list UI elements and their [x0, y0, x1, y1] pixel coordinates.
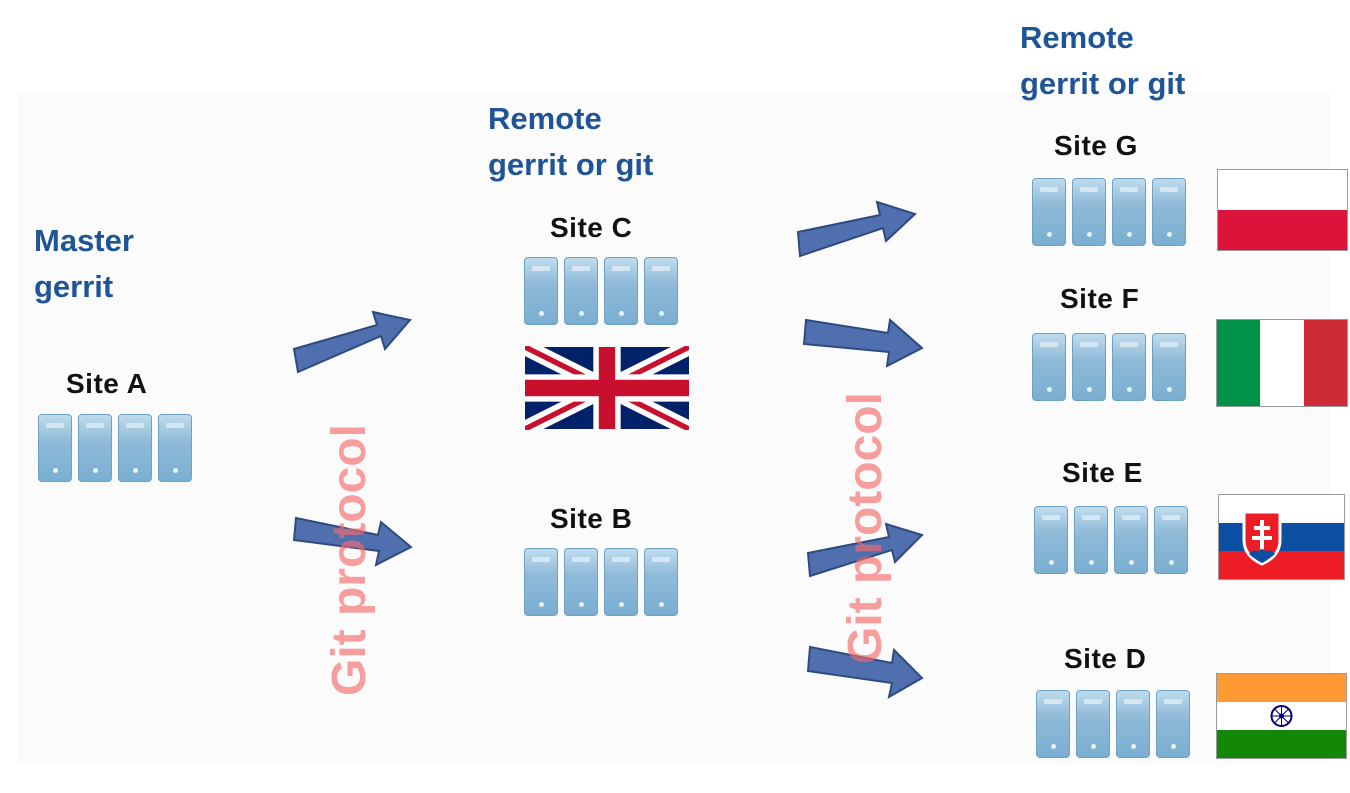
server-icon [1112, 178, 1146, 246]
master-gerrit-heading: Master gerrit [34, 218, 134, 310]
git-protocol-label-right: Git protocol [839, 392, 892, 664]
server-icon [158, 414, 192, 482]
server-icon [1032, 178, 1066, 246]
arrow-a-to-c-icon [292, 310, 412, 374]
heading-line: gerrit [34, 269, 114, 304]
site-g-label: Site G [1054, 130, 1138, 161]
arrow-b-to-d-icon [806, 645, 924, 699]
heading-line: Remote [1020, 20, 1134, 55]
heading-line: gerrit or git [1020, 66, 1186, 101]
remote-gerrit-heading-middle: Remote gerrit or git [488, 96, 653, 188]
server-icon [604, 257, 638, 325]
arrow-b-to-e-icon [806, 522, 924, 578]
arrow-c-to-f-icon [802, 318, 924, 368]
heading-line: Remote [488, 101, 602, 136]
server-icon [38, 414, 72, 482]
site-c-servers-icon [524, 257, 678, 325]
site-b-servers-icon [524, 548, 678, 616]
server-icon [1112, 333, 1146, 401]
site-f-servers-icon [1032, 333, 1186, 401]
heading-line: gerrit or git [488, 147, 654, 182]
server-icon [524, 548, 558, 616]
server-icon [644, 257, 678, 325]
server-icon [78, 414, 112, 482]
server-icon [604, 548, 638, 616]
git-protocol-label-left: Git protocol [323, 424, 376, 696]
server-icon [1032, 333, 1066, 401]
india-flag-icon [1216, 673, 1347, 759]
server-icon [1036, 690, 1070, 758]
server-icon [118, 414, 152, 482]
site-a-label: Site A [66, 368, 148, 399]
server-icon [1072, 178, 1106, 246]
arrow-a-to-b-icon [292, 516, 413, 567]
italy-flag-icon [1216, 319, 1348, 407]
site-d-label: Site D [1064, 643, 1147, 674]
server-icon [1152, 178, 1186, 246]
server-icon [644, 548, 678, 616]
site-d-servers-icon [1036, 690, 1190, 758]
site-c-label: Site C [550, 212, 633, 243]
server-icon [1116, 690, 1150, 758]
server-icon [1156, 690, 1190, 758]
server-icon [1114, 506, 1148, 574]
server-icon [1152, 333, 1186, 401]
site-e-label: Site E [1062, 457, 1143, 488]
remote-gerrit-heading-right: Remote gerrit or git [1020, 15, 1185, 107]
site-e-servers-icon [1034, 506, 1188, 574]
server-icon [1034, 506, 1068, 574]
server-icon [564, 548, 598, 616]
heading-line: Master [34, 223, 134, 258]
server-icon [1076, 690, 1110, 758]
site-b-label: Site B [550, 503, 633, 534]
server-icon [1072, 333, 1106, 401]
slovakia-flag-icon [1218, 494, 1345, 580]
server-icon [1154, 506, 1188, 574]
site-a-servers-icon [38, 414, 192, 482]
server-icon [1074, 506, 1108, 574]
poland-flag-icon [1217, 169, 1348, 251]
server-icon [564, 257, 598, 325]
arrow-c-to-g-icon [796, 200, 917, 258]
server-icon [524, 257, 558, 325]
site-g-servers-icon [1032, 178, 1186, 246]
uk-flag-icon [525, 346, 689, 430]
site-f-label: Site F [1060, 283, 1140, 314]
